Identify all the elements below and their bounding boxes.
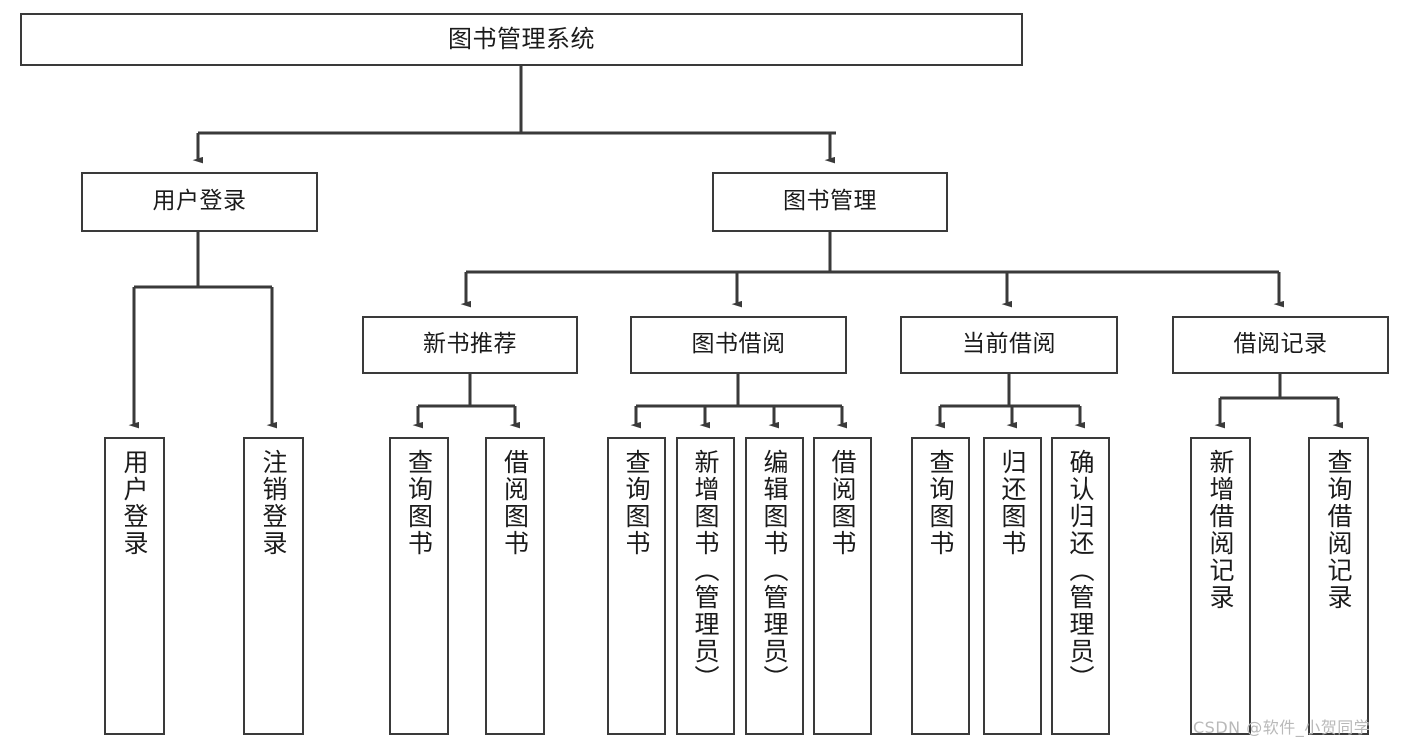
node-leaf-query-book-rec[interactable]: 查询图书 (389, 437, 449, 735)
node-leaf-query-record-label: 查询借阅记录 (1324, 449, 1353, 611)
node-leaf-add-record[interactable]: 新增借阅记录 (1190, 437, 1251, 735)
node-borrow-record-label: 借阅记录 (1233, 331, 1328, 358)
node-leaf-query-book-borrow-label: 查询图书 (622, 449, 651, 557)
node-leaf-return-book[interactable]: 归还图书 (983, 437, 1042, 735)
node-borrow-record[interactable]: 借阅记录 (1172, 316, 1389, 374)
node-book-borrow-label: 图书借阅 (691, 331, 786, 358)
node-leaf-edit-book[interactable]: 编辑图书（管理员） (745, 437, 804, 735)
node-leaf-logout[interactable]: 注销登录 (243, 437, 304, 735)
node-root-label: 图书管理系统 (448, 25, 595, 54)
node-book-manage-label: 图书管理 (783, 188, 877, 215)
node-leaf-logout-label: 注销登录 (259, 449, 288, 557)
node-leaf-user-login[interactable]: 用户登录 (104, 437, 165, 735)
node-leaf-query-book-borrow[interactable]: 查询图书 (607, 437, 666, 735)
node-leaf-confirm-return[interactable]: 确认归还（管理员） (1051, 437, 1110, 735)
node-leaf-query-record[interactable]: 查询借阅记录 (1308, 437, 1369, 735)
node-leaf-edit-book-label: 编辑图书（管理员） (760, 449, 789, 692)
node-leaf-confirm-return-label: 确认归还（管理员） (1066, 449, 1095, 692)
node-new-book-recommend-label: 新书推荐 (423, 331, 517, 358)
csdn-watermark: CSDN @软件_小贺同学 (1193, 718, 1371, 737)
node-leaf-borrow-book-label: 借阅图书 (828, 449, 857, 557)
node-current-borrow-label: 当前借阅 (962, 331, 1056, 358)
node-leaf-query-book-current-label: 查询图书 (926, 449, 955, 557)
node-leaf-add-book[interactable]: 新增图书（管理员） (676, 437, 735, 735)
node-current-borrow[interactable]: 当前借阅 (900, 316, 1118, 374)
node-leaf-borrow-book[interactable]: 借阅图书 (813, 437, 872, 735)
node-book-borrow[interactable]: 图书借阅 (630, 316, 847, 374)
node-leaf-add-record-label: 新增借阅记录 (1206, 449, 1235, 611)
node-root[interactable]: 图书管理系统 (20, 13, 1023, 66)
node-new-book-recommend[interactable]: 新书推荐 (362, 316, 578, 374)
node-book-manage[interactable]: 图书管理 (712, 172, 948, 232)
node-leaf-user-login-label: 用户登录 (120, 449, 149, 557)
node-leaf-return-book-label: 归还图书 (998, 449, 1027, 557)
node-leaf-query-book-current[interactable]: 查询图书 (911, 437, 970, 735)
node-leaf-borrow-book-rec-label: 借阅图书 (500, 449, 530, 557)
node-leaf-add-book-label: 新增图书（管理员） (691, 449, 720, 692)
node-user-login[interactable]: 用户登录 (81, 172, 318, 232)
node-leaf-query-book-rec-label: 查询图书 (404, 449, 434, 557)
node-leaf-borrow-book-rec[interactable]: 借阅图书 (485, 437, 545, 735)
node-user-login-label: 用户登录 (152, 188, 247, 215)
